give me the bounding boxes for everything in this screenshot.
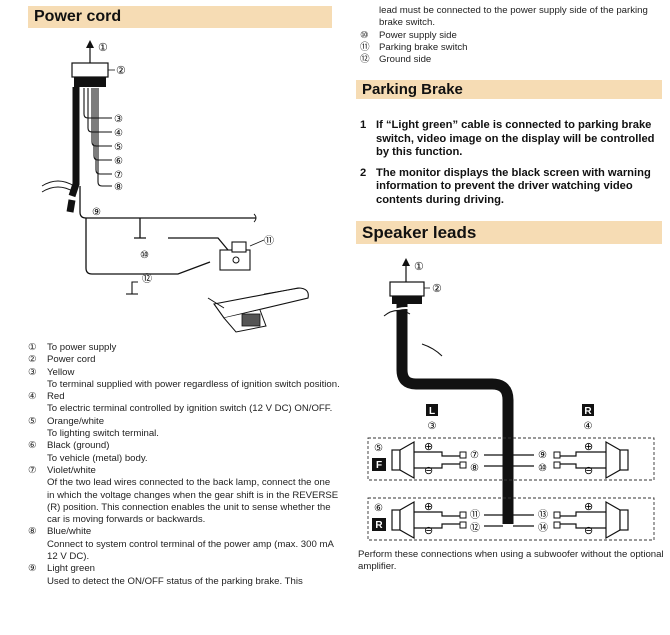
speaker-leads-heading: Speaker leads: [356, 221, 662, 244]
speaker-callout-14: ⑭: [538, 522, 548, 534]
speaker-callout-5: ⑤: [374, 443, 383, 454]
front-right-plus: ⊕: [584, 441, 593, 453]
left-side-label: L: [429, 406, 435, 417]
power-cord-heading: Power cord: [28, 6, 332, 28]
callout-11: ⑪: [264, 235, 274, 247]
speaker-callout-6: ⑥: [374, 503, 383, 514]
right-side-label: R: [584, 406, 592, 417]
speaker-callout-3: ③: [428, 421, 437, 432]
callout-1: ①: [98, 42, 108, 54]
callout-8: ⑧: [114, 182, 123, 193]
front-left-plus: ⊕: [424, 441, 433, 453]
legend-continuation: lead must be connected to the power supp…: [360, 5, 665, 66]
callout-9: ⑨: [92, 207, 101, 218]
speaker-callout-10: ⑩: [538, 463, 547, 474]
callout-7: ⑦: [114, 170, 123, 181]
speaker-callout-8: ⑧: [470, 463, 479, 474]
rear-left-plus: ⊕: [424, 501, 433, 513]
rear-right-minus: ⊖: [584, 525, 593, 537]
speaker-callout-11: ⑪: [470, 509, 480, 521]
callout-5: ⑤: [114, 142, 123, 153]
callout-2: ②: [116, 65, 126, 77]
speaker-callout-13: ⑬: [538, 509, 548, 521]
callout-4: ④: [114, 128, 123, 139]
speaker-note: Perform these connections when using a s…: [358, 549, 664, 573]
speaker-callout-2: ②: [432, 283, 442, 295]
callout-12: ⑫: [142, 273, 152, 285]
callout-3: ③: [114, 114, 123, 125]
power-cord-diagram: ① ② ③ ④ ⑤ ⑥ ⑦ ⑧ ⑨ ⑩ ⑫ ⑪: [41, 40, 309, 333]
speaker-callout-1: ①: [414, 261, 424, 273]
callout-10: ⑩: [140, 250, 149, 261]
rear-label: R: [375, 520, 383, 531]
speaker-callout-9: ⑨: [538, 450, 547, 461]
front-left-minus: ⊖: [424, 465, 433, 477]
legend-continuation-text: lead must be connected to the power supp…: [379, 5, 648, 29]
callout-6: ⑥: [114, 156, 123, 167]
speaker-callout-12: ⑫: [470, 522, 480, 534]
front-label: F: [376, 460, 382, 471]
rear-left-minus: ⊖: [424, 525, 433, 537]
speaker-callout-7: ⑦: [470, 450, 479, 461]
speaker-callout-4: ④: [584, 421, 593, 432]
speaker-leads-diagram: ① ② L ③ R ④ ⑤ F ⊕ ⊖ ⑦ ⑧ ⑨ ⑩ ⊕ ⊖ ⑥ R ⊕ ⊖: [367, 258, 655, 541]
parking-brake-heading: Parking Brake: [356, 80, 662, 99]
rear-right-plus: ⊕: [584, 501, 593, 513]
front-right-minus: ⊖: [584, 465, 593, 477]
